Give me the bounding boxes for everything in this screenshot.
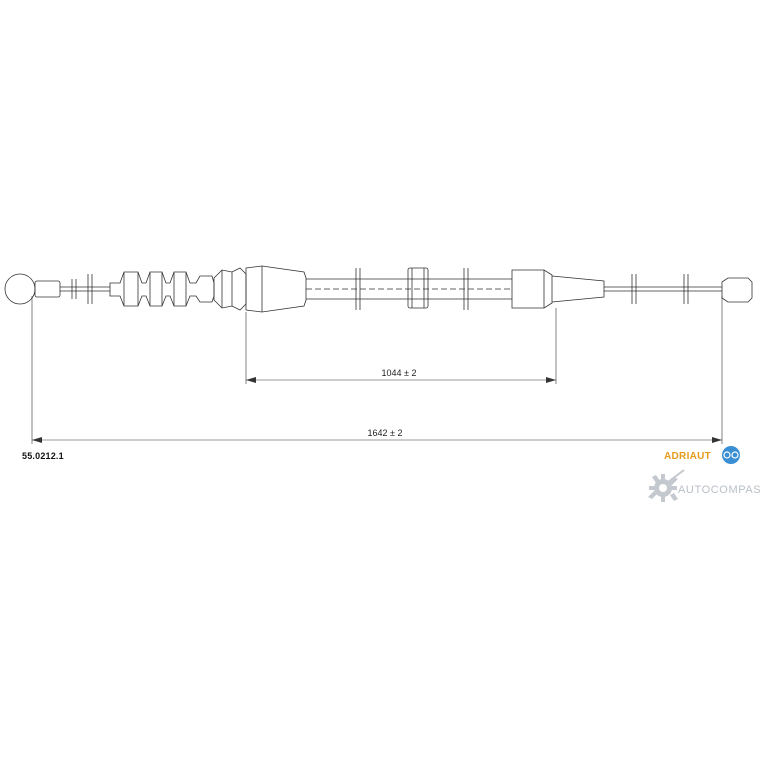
sleeve-fitting (245, 265, 307, 313)
arrow-1044-left (246, 377, 256, 383)
casing-taper (551, 275, 605, 303)
brand-badge-icon (722, 446, 740, 464)
ball-end (4, 273, 36, 305)
middle-clamp (407, 267, 429, 309)
part-number: 55.0212.1 (22, 451, 64, 461)
watermark: AUTOCOMPAS (648, 469, 761, 502)
right-sleeve (511, 269, 553, 309)
left-ferrule (34, 280, 61, 298)
dimension-label-1642: 1642 ± 2 (368, 428, 403, 438)
arrow-1642-right (712, 437, 722, 443)
brand-name: ADRIAUT (664, 451, 711, 462)
right-end-fitting (721, 277, 753, 303)
arrow-1044-right (546, 377, 556, 383)
clip-fitting (213, 267, 247, 311)
brand-logo: ADRIAUT (664, 446, 740, 464)
watermark-text: AUTOCOMPAS (678, 484, 761, 496)
arrow-1642-left (32, 437, 42, 443)
watermark-gear-icon (648, 469, 685, 502)
dimension-label-1044: 1044 ± 2 (382, 368, 417, 378)
